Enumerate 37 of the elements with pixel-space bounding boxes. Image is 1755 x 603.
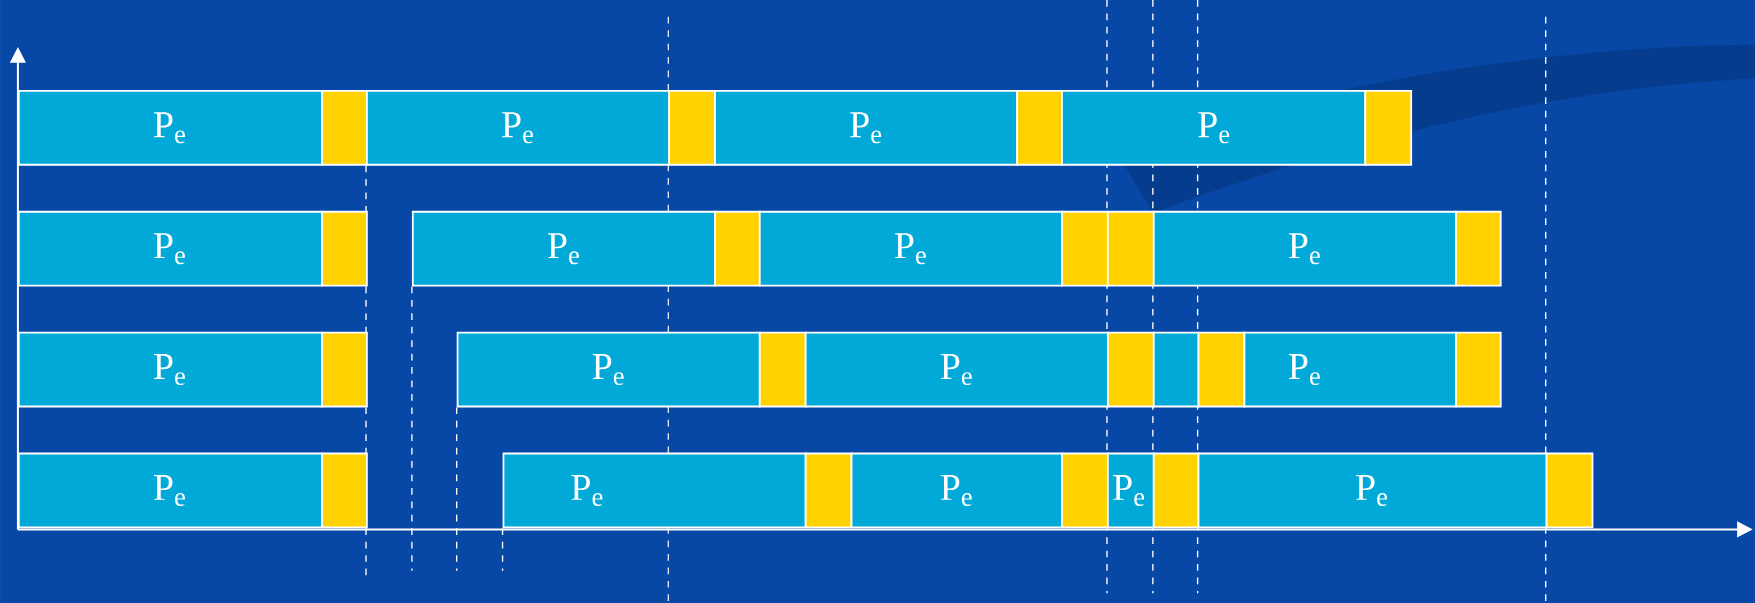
- gap-block: [321, 452, 368, 529]
- process-bar: P$_{e}$: [366, 89, 670, 166]
- gap-block: [1364, 89, 1413, 166]
- process-bar: P$_{e}$: [502, 452, 807, 529]
- gap-block: [1061, 452, 1109, 529]
- gap-block: [714, 210, 761, 287]
- process-bar: P$_{e}$: [17, 331, 324, 408]
- process-bar: P$_{e}$: [411, 210, 716, 287]
- gap-block: [1061, 210, 1109, 287]
- gap-block: [1106, 210, 1155, 287]
- process-bar: P$_{e}$: [1197, 452, 1548, 529]
- process-bar: P$_{e}$: [17, 452, 324, 529]
- gap-block: [758, 331, 807, 408]
- process-bar: P$_{e}$: [804, 331, 1109, 408]
- gap-block: [1455, 210, 1502, 287]
- process-bar: P$_{e}$: [17, 89, 324, 166]
- gap-block: [804, 452, 853, 529]
- gap-block: [1106, 331, 1155, 408]
- process-bar: P$_{e}$: [17, 210, 324, 287]
- process-bar: P$_{e}$: [1106, 452, 1155, 529]
- process-bar: P$_{e}$: [1061, 89, 1367, 166]
- process-bar: P$_{e}$: [850, 452, 1063, 529]
- gap-block: [321, 89, 368, 166]
- empty-bar: [1152, 331, 1200, 408]
- process-bar: P$_{e}$: [1243, 331, 1457, 408]
- gap-block: [1016, 89, 1063, 166]
- gap-block: [1152, 452, 1200, 529]
- gap-block: [321, 331, 368, 408]
- gap-block: [321, 210, 368, 287]
- gap-block: [668, 89, 716, 166]
- process-bar: P$_{e}$: [714, 89, 1019, 166]
- process-bar: P$_{e}$: [456, 331, 761, 408]
- gap-block: [1455, 331, 1502, 408]
- process-bar: P$_{e}$: [1152, 210, 1457, 287]
- gap-block: [1197, 331, 1246, 408]
- gap-block: [1545, 452, 1594, 529]
- process-bar: P$_{e}$: [758, 210, 1063, 287]
